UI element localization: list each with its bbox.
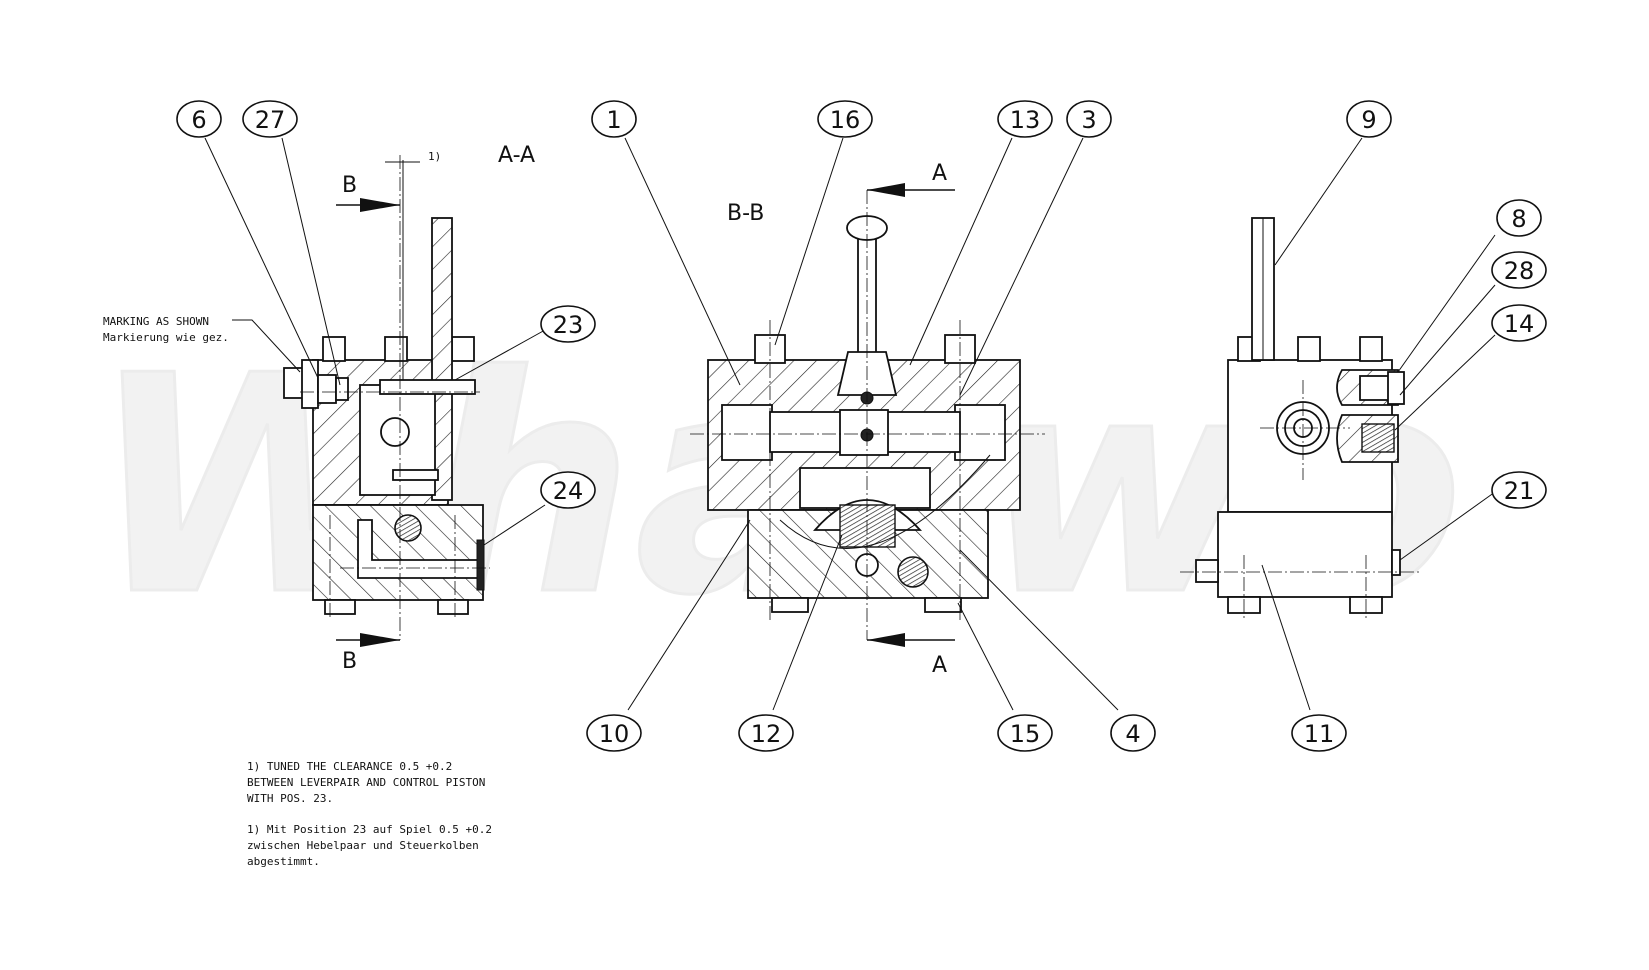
svg-text:11: 11 [1304, 720, 1335, 748]
svg-text:10: 10 [599, 720, 630, 748]
marking-note-line1: MARKING AS SHOWN [103, 315, 209, 328]
balloon-21: 21 [1491, 471, 1547, 509]
section-a-bottom-label: A [932, 653, 947, 678]
svg-text:8: 8 [1511, 205, 1526, 233]
footnote-en-line2: BETWEEN LEVERPAIR AND CONTROL PISTON [247, 776, 485, 789]
balloon-11: 11 [1291, 714, 1347, 752]
svg-text:28: 28 [1504, 257, 1535, 285]
svg-text:4: 4 [1125, 720, 1140, 748]
svg-text:9: 9 [1361, 106, 1376, 134]
leader-lines [204, 137, 1496, 711]
footnote-de-line2: zwischen Hebelpaar und Steuerkolben [247, 839, 479, 852]
section-b-top-label: B [342, 173, 357, 198]
svg-text:16: 16 [830, 106, 861, 134]
footnote: 1) TUNED THE CLEARANCE 0.5 +0.2 BETWEEN … [247, 760, 492, 868]
balloon-3: 3 [1066, 100, 1112, 138]
balloon-27: 27 [242, 100, 298, 138]
balloon-1: 1 [591, 100, 637, 138]
footnote-en-line3: WITH POS. 23. [247, 792, 333, 805]
balloon-13: 13 [997, 100, 1053, 138]
svg-text:24: 24 [553, 477, 584, 505]
clearance-mark: 1) [428, 150, 441, 163]
balloon-14: 14 [1491, 304, 1547, 342]
view-side [1180, 217, 1420, 620]
svg-text:23: 23 [553, 311, 584, 339]
footnote-en-line1: 1) TUNED THE CLEARANCE 0.5 +0.2 [247, 760, 452, 773]
balloon-10: 10 [586, 714, 642, 752]
balloon-28: 28 [1491, 251, 1547, 289]
balloon-6: 6 [176, 100, 222, 138]
svg-text:12: 12 [751, 720, 782, 748]
svg-text:15: 15 [1010, 720, 1041, 748]
footnote-de-line1: 1) Mit Position 23 auf Spiel 0.5 +0.2 [247, 823, 492, 836]
view-bb-title: B-B [727, 201, 764, 226]
svg-text:27: 27 [255, 106, 286, 134]
balloon-16: 16 [817, 100, 873, 138]
svg-text:21: 21 [1504, 477, 1535, 505]
view-aa-title: A-A [498, 143, 535, 168]
section-a-top-label: A [932, 161, 947, 186]
balloon-24: 24 [540, 471, 596, 509]
view-bb: B-B A [690, 161, 1045, 678]
balloon-12: 12 [738, 714, 794, 752]
svg-text:3: 3 [1081, 106, 1096, 134]
balloon-15: 15 [997, 714, 1053, 752]
balloon-8: 8 [1496, 199, 1542, 237]
section-b-bottom-label: B [342, 649, 357, 674]
svg-text:6: 6 [191, 106, 206, 134]
balloon-4: 4 [1110, 714, 1156, 752]
view-aa: A-A 1) [103, 143, 535, 674]
svg-text:13: 13 [1010, 106, 1041, 134]
balloon-9: 9 [1346, 100, 1392, 138]
footnote-de-line3: abgestimmt. [247, 855, 320, 868]
svg-text:14: 14 [1504, 310, 1535, 338]
marking-note-line2: Markierung wie gez. [103, 331, 229, 344]
balloon-23: 23 [540, 305, 596, 343]
svg-text:1: 1 [606, 106, 621, 134]
